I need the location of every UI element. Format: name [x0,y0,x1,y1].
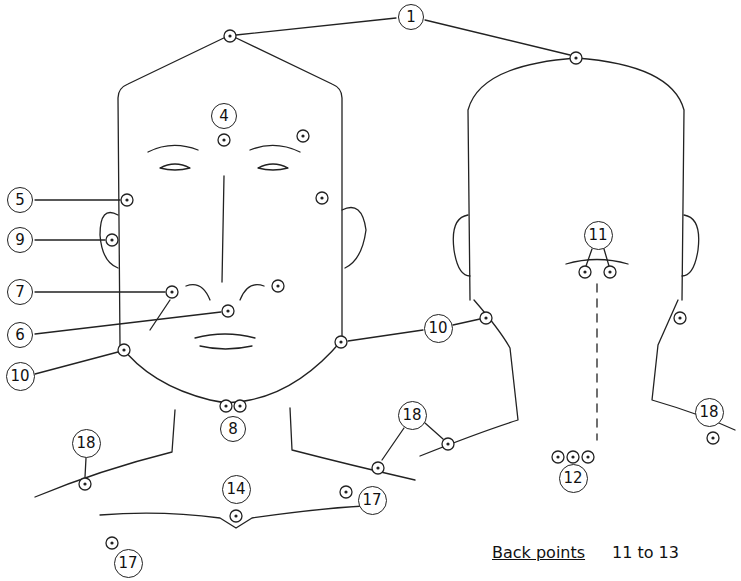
callout-number: 8 [228,422,238,437]
mouth [195,334,255,349]
callout-circle: 8 [220,416,246,442]
back-neck-shoulders [420,300,735,456]
callout-number: 12 [563,471,582,486]
callout-circle: 10 [424,314,453,343]
callout-circle: 6 [7,322,33,348]
point-center [83,34,714,544]
section-caption: Back points [492,544,585,562]
callout-number: 10 [10,369,29,384]
leader-line [586,249,609,266]
leader-line [35,200,221,374]
callout-number: 18 [76,436,95,451]
front-head-outline [118,35,342,403]
callout-circle: 10 [6,362,35,391]
callout-number: 14 [226,482,245,497]
spine-line [596,284,597,440]
callout-circle: 17 [114,549,143,578]
nose [186,176,264,300]
point-range-note: 11 to 13 [612,544,679,562]
callout-number: 11 [588,228,607,243]
callout-number: 1 [406,10,416,25]
callout-circle: 4 [211,103,237,129]
hairline [566,260,628,265]
callout-circle: 18 [72,429,101,458]
callout-circle: 1 [398,4,424,30]
callout-number: 5 [15,193,25,208]
ear [342,208,366,269]
eyes [160,164,288,170]
ear [453,215,698,276]
callout-number: 6 [15,328,25,343]
callout-number: 7 [15,285,25,300]
callout-circle: 18 [398,401,427,430]
callout-number: 18 [402,408,421,423]
callout-number: 18 [699,405,718,420]
callout-number: 4 [219,109,229,124]
callout-circle: 17 [358,486,387,515]
callout-circle: 7 [7,279,33,305]
collarbones [100,505,380,528]
back-head-outline [468,58,684,300]
cheek-line [150,300,170,330]
callout-circle: 12 [559,464,588,493]
callout-circle: 9 [7,227,33,253]
callout-number: 10 [428,321,447,336]
callout-number: 17 [362,493,381,508]
callout-circle: 14 [222,475,251,504]
callout-circle: 11 [584,221,613,250]
pressure-point [79,30,719,549]
callout-circle: 18 [695,398,724,427]
callout-number: 17 [118,556,137,571]
leader-line [85,423,443,477]
callout-circle: 5 [7,187,33,213]
callout-number: 9 [15,233,25,248]
leader-line [348,319,480,341]
